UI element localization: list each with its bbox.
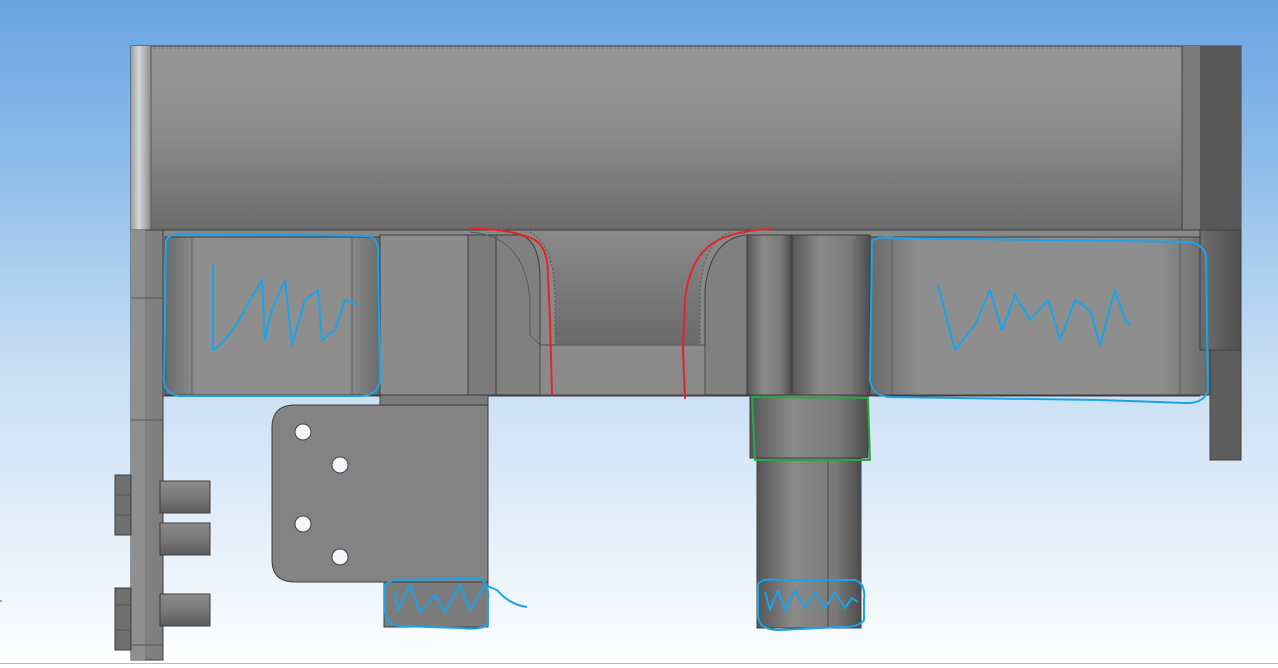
lower-body [159,229,1211,397]
flange-plate [271,394,489,628]
right-column [1199,229,1242,461]
flange-hole [331,548,349,566]
left-wall [130,229,164,661]
left-pins [114,474,211,651]
top-plate [130,45,1242,231]
red-annotation-pocket-curves [469,227,773,399]
blue-annotation-flange-bottom [383,577,528,630]
flange-hole [294,515,312,533]
blue-annotation-shaft-bottom [757,578,866,631]
flange-hole [294,423,312,441]
blue-annotation-right-box [869,236,1209,405]
green-annotation-shaft-box [751,396,871,461]
cylinder-shaft [749,394,869,629]
flange-hole [331,456,349,474]
viewport-bottom-border [0,663,1278,664]
blue-annotation-left-box [163,232,381,397]
